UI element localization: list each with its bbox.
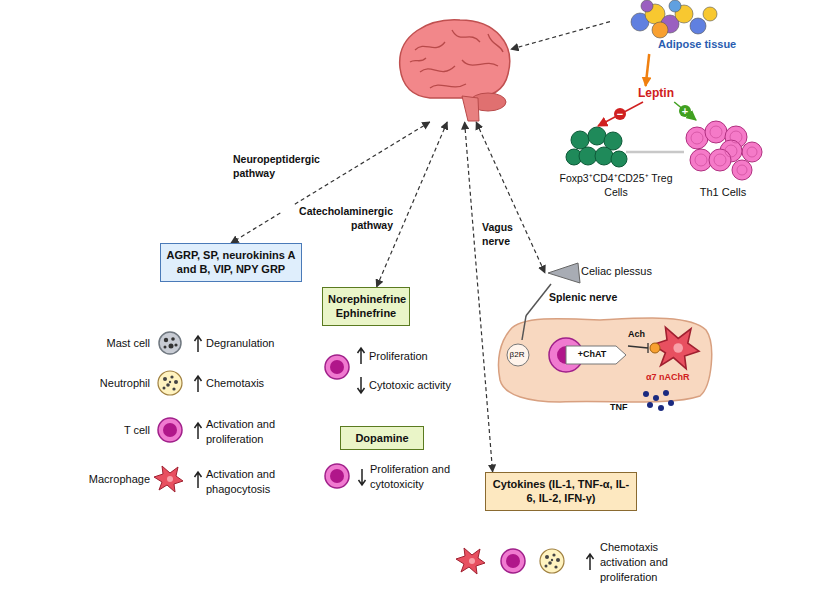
node-text: β2R (507, 350, 527, 359)
edge-label: Neuropeptidergic pathway (232, 153, 334, 180)
effect-text: Activation and phagocytosis (206, 467, 301, 497)
effect-text: Degranulation (206, 336, 296, 351)
spleen: β2R +ChAT Ach α7 nAChR (498, 316, 712, 402)
node-text: Foxp3⁺CD4⁺CD25⁺ Treg Cells (556, 172, 676, 199)
connector (511, 22, 610, 50)
cell-name: T cell (76, 423, 150, 438)
neuropeptide-box: AGRP, SP, neurokinins A and B, VIP, NPY … (160, 243, 302, 282)
node-text: Celiac plessus (581, 265, 652, 277)
cell-name: Macrophage (66, 472, 150, 487)
effect-text: Activation and proliferation (206, 417, 301, 447)
connector (674, 102, 696, 120)
effect-text: Proliferation (369, 349, 459, 364)
catecholamine-box: Norephinefrine Ephinefrine (322, 287, 410, 326)
effect-text: Chemotaxis (206, 376, 296, 391)
leptin-label: Leptin (630, 86, 682, 102)
treg-cells: Foxp3⁺CD4⁺CD25⁺ Treg Cells (556, 126, 676, 202)
connector (598, 102, 643, 126)
node-text: +ChAT (566, 349, 618, 359)
cytokines-box: Cytokines (IL-1, TNF-α, IL-6, IL-2, IFN-… (485, 472, 637, 511)
adipose-tissue: Adipose tissue (610, 0, 750, 54)
brain (395, 18, 511, 122)
edge-label: Splenic nerve (548, 291, 630, 305)
edge-label: Catecholaminergic pathway (282, 205, 394, 232)
inhibit-sign: − (614, 108, 626, 120)
node-text: AGRP, SP, neurokinins A and B, VIP, NPY … (166, 248, 296, 277)
celiac-plexus: Celiac plessus (545, 262, 665, 284)
dopamine-box: Dopamine (340, 426, 424, 450)
edge-label: Vagus nerve (481, 221, 521, 248)
effect-text: Cytotoxic activity (369, 378, 469, 393)
node-text: α7 nAChR (646, 372, 690, 382)
connector (476, 122, 545, 273)
node-text: Th1 Cells (678, 186, 768, 198)
connector (231, 122, 430, 243)
node-text: Dopamine (346, 431, 418, 445)
connector (465, 122, 493, 472)
th1-cells: Th1 Cells (678, 120, 768, 202)
effect-text: Proliferation and cytotoxicity (370, 462, 470, 492)
cell-name: Neutrophil (76, 376, 150, 391)
effect-text: Chemotaxis activation and proliferation (600, 540, 686, 585)
node-text: Leptin (630, 86, 682, 100)
node-text: Cytokines (IL-1, TNF-α, IL-6, IL-2, IFN-… (491, 477, 631, 506)
node-text: Adipose tissue (658, 38, 736, 50)
cytokine-name: TNF (610, 401, 640, 413)
node-text: Ach (628, 329, 645, 339)
activate-sign: + (679, 105, 691, 117)
node-text: Norephinefrine Ephinefrine (328, 292, 404, 321)
connector (646, 54, 650, 86)
cell-name: Mast cell (76, 336, 150, 351)
